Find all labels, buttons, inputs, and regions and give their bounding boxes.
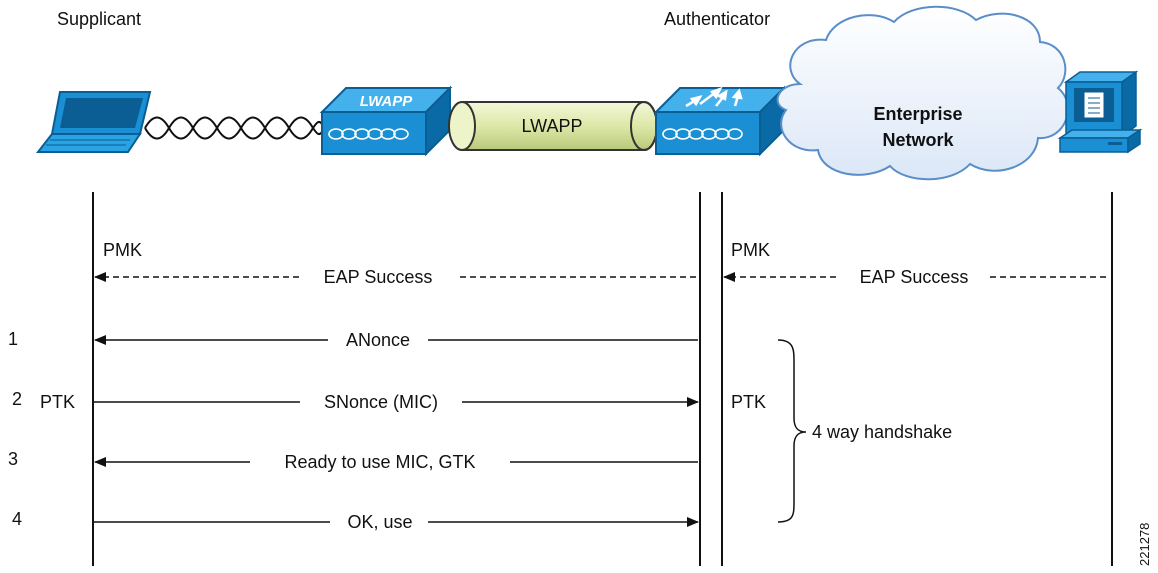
ready-label: Ready to use MIC, GTK — [284, 452, 475, 472]
step-number: 4 — [12, 509, 22, 529]
snonce-label: SNonce (MIC) — [324, 392, 438, 412]
ok-use-label: OK, use — [347, 512, 412, 532]
step-number: 3 — [8, 449, 18, 469]
ap-logo-text: LWAPP — [360, 93, 414, 110]
step-number: 2 — [12, 389, 22, 409]
wireless-link-icon — [144, 116, 323, 140]
anonce-label: ANonce — [346, 330, 410, 350]
cloud-icon: Enterprise Network — [776, 5, 1069, 181]
ptk-authenticator-label: PTK — [731, 392, 766, 412]
step-number: 1 — [8, 329, 18, 349]
ok-use-message: OK, use — [93, 512, 699, 532]
eap-success-message-left: EAP Success — [94, 267, 697, 287]
anonce-message: ANonce — [94, 330, 698, 350]
controller-icon — [653, 85, 787, 157]
eap-success-message-right: EAP Success — [723, 267, 1110, 287]
pmk-authenticator-label: PMK — [731, 240, 770, 260]
authenticator-label: Authenticator — [664, 9, 770, 29]
cloud-label-line2: Network — [882, 130, 954, 150]
ptk-supplicant-label: PTK — [40, 392, 75, 412]
laptop-icon — [35, 91, 152, 153]
pmk-supplicant-label: PMK — [103, 240, 142, 260]
handshake-brace — [777, 339, 807, 523]
access-point-icon: LWAPP — [319, 85, 453, 157]
lwapp-tunnel-icon: LWAPP — [448, 101, 658, 151]
handshake-label: 4 way handshake — [812, 422, 952, 442]
eap-success-label-right: EAP Success — [860, 267, 969, 287]
supplicant-label: Supplicant — [57, 9, 141, 29]
figure-id-label: 221278 — [1137, 523, 1152, 566]
lwapp-tunnel-label: LWAPP — [521, 116, 582, 136]
server-icon — [1057, 70, 1143, 154]
eap-success-label-left: EAP Success — [324, 267, 433, 287]
cloud-label-line1: Enterprise — [873, 104, 962, 124]
snonce-message: SNonce (MIC) — [93, 392, 699, 412]
ready-message: Ready to use MIC, GTK — [94, 452, 698, 472]
